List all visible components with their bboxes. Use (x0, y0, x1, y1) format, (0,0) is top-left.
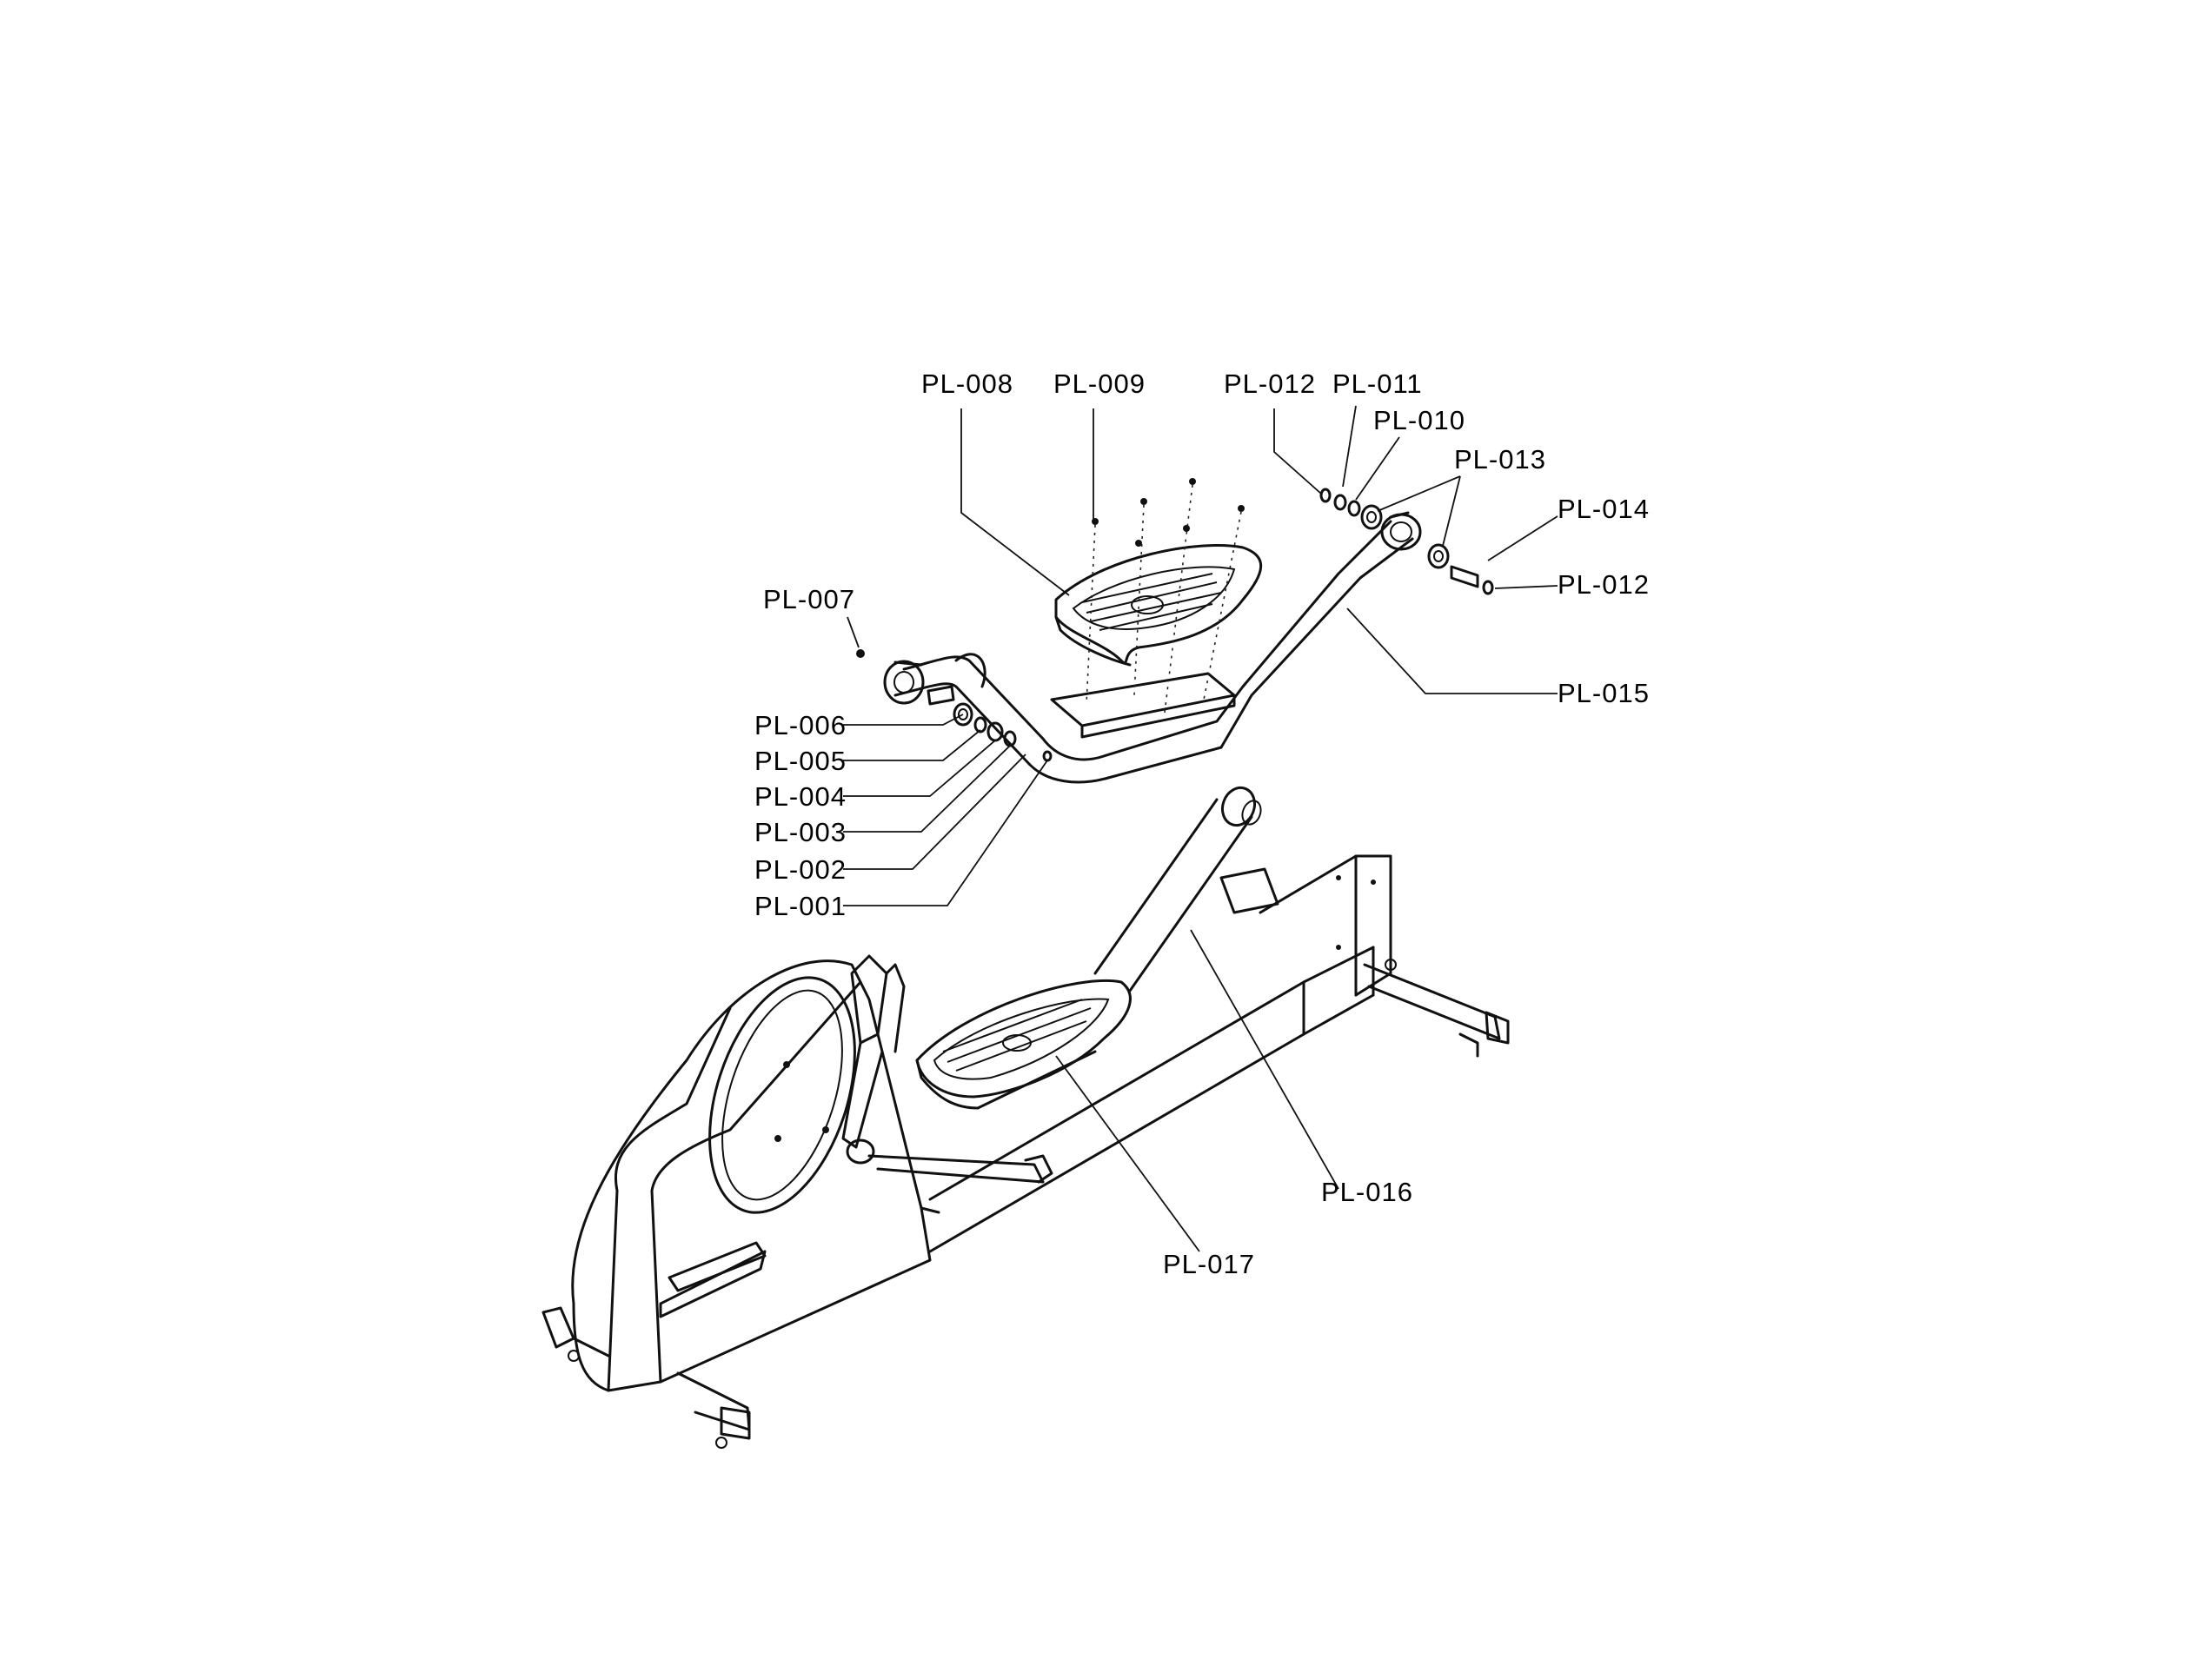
label-pl-004: PL-004 (754, 781, 847, 812)
pedal-mount-plate (1050, 672, 1236, 739)
label-pl-011: PL-011 (1332, 368, 1423, 399)
foot-pedal-lower (915, 979, 1132, 1110)
pedal-arm-tube (883, 511, 1422, 784)
elliptical-machine-base (541, 786, 1510, 1449)
pedal-arm-assembly (856, 478, 1494, 784)
label-pl-012-right: PL-012 (1558, 569, 1650, 600)
label-pl-017: PL-017 (1163, 1249, 1255, 1279)
label-pl-006: PL-006 (754, 710, 847, 740)
crank-arms (841, 954, 1053, 1184)
axle-right-hardware (1319, 488, 1494, 595)
rear-stabilizer (541, 1306, 751, 1449)
label-pl-002: PL-002 (754, 854, 847, 885)
label-pl-010: PL-010 (1373, 405, 1465, 435)
brand-logo-mark (659, 1250, 767, 1318)
label-pl-009: PL-009 (1053, 368, 1146, 399)
foot-pedal-top (1054, 544, 1263, 667)
label-pl-003: PL-003 (754, 817, 847, 847)
part-labels: PL-008 PL-009 PL-012 PL-011 PL-010 PL-01… (754, 368, 1650, 1279)
label-pl-012-top: PL-012 (1224, 368, 1316, 399)
pedal-arm-lower (1093, 786, 1262, 992)
label-pl-001: PL-001 (754, 891, 847, 921)
label-pl-016: PL-016 (1321, 1177, 1413, 1207)
label-pl-007: PL-007 (763, 584, 855, 614)
base-rail (920, 854, 1392, 1253)
label-pl-005: PL-005 (754, 746, 847, 776)
label-pl-014: PL-014 (1558, 494, 1650, 524)
flywheel-housing (571, 959, 932, 1392)
front-stabilizer (1363, 959, 1510, 1058)
leader-lines (843, 405, 1558, 1252)
pedal-screws (1086, 478, 1245, 714)
label-pl-013: PL-013 (1454, 444, 1546, 475)
axle-left-hardware (856, 649, 1053, 762)
label-pl-015: PL-015 (1558, 678, 1650, 708)
label-pl-008: PL-008 (921, 368, 1013, 399)
